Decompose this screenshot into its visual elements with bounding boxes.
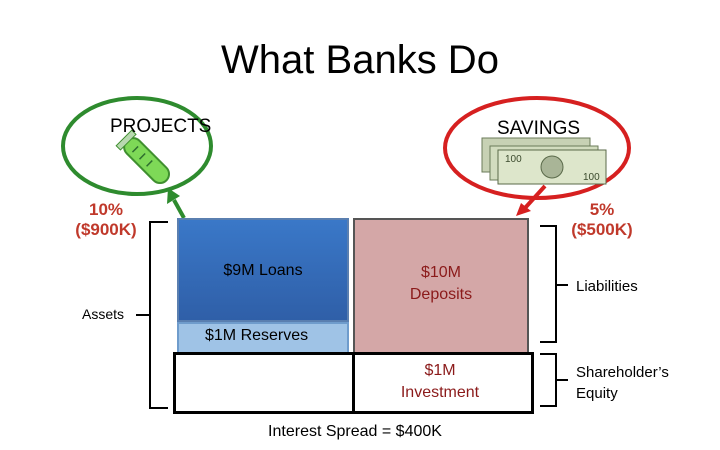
savings-rate-block: 5% ($500K): [562, 200, 642, 240]
savings-arrow: [516, 184, 547, 216]
equity-bracket: [540, 353, 568, 407]
liabilities-bracket: [540, 225, 568, 343]
savings-oval: [443, 96, 631, 200]
test-tube-icon: [115, 129, 171, 185]
equity-label-line1: Shareholder’s: [576, 364, 669, 381]
svg-text:100: 100: [505, 154, 522, 165]
interest-spread-text: Interest Spread = $400K: [268, 423, 442, 440]
assets-label: Assets: [82, 306, 125, 322]
deposits-label: $10M Deposits: [355, 262, 527, 306]
savings-rate: 5%: [589, 200, 615, 219]
investment-line1: $1M: [424, 362, 456, 379]
deposits-box: $10M Deposits: [353, 218, 529, 354]
investment-line2: Investment: [400, 384, 480, 401]
savings-label: SAVINGS: [497, 118, 581, 139]
investment-label: $1M Investment: [355, 360, 525, 404]
projects-oval: [61, 96, 213, 196]
reserves-box: $1M Reserves: [177, 322, 349, 354]
assets-bracket: [136, 221, 168, 409]
projects-rate-block: 10% ($900K): [66, 200, 146, 240]
page-title: What Banks Do: [221, 38, 499, 82]
loans-label: $9M Loans: [223, 262, 303, 279]
savings-amount: ($500K): [571, 220, 633, 239]
money-stack-icon: 100 100: [481, 137, 607, 185]
liabilities-label: Liabilities: [576, 278, 638, 295]
projects-arrow: [167, 188, 186, 219]
deposits-line2: Deposits: [409, 286, 473, 303]
interest-spread: Interest Spread = $400K: [0, 423, 720, 441]
projects-amount: ($900K): [75, 220, 137, 239]
equity-label-line2: Equity: [576, 385, 618, 402]
projects-label: PROJECTS: [110, 116, 212, 137]
svg-text:100: 100: [583, 172, 600, 183]
equity-label: Shareholder’s Equity: [576, 362, 669, 404]
loans-box: $9M Loans: [177, 218, 349, 322]
projects-rate: 10%: [88, 200, 124, 219]
reserves-label: $1M Reserves: [205, 327, 309, 344]
equity-divider: [352, 352, 355, 414]
deposits-line1: $10M: [420, 264, 462, 281]
